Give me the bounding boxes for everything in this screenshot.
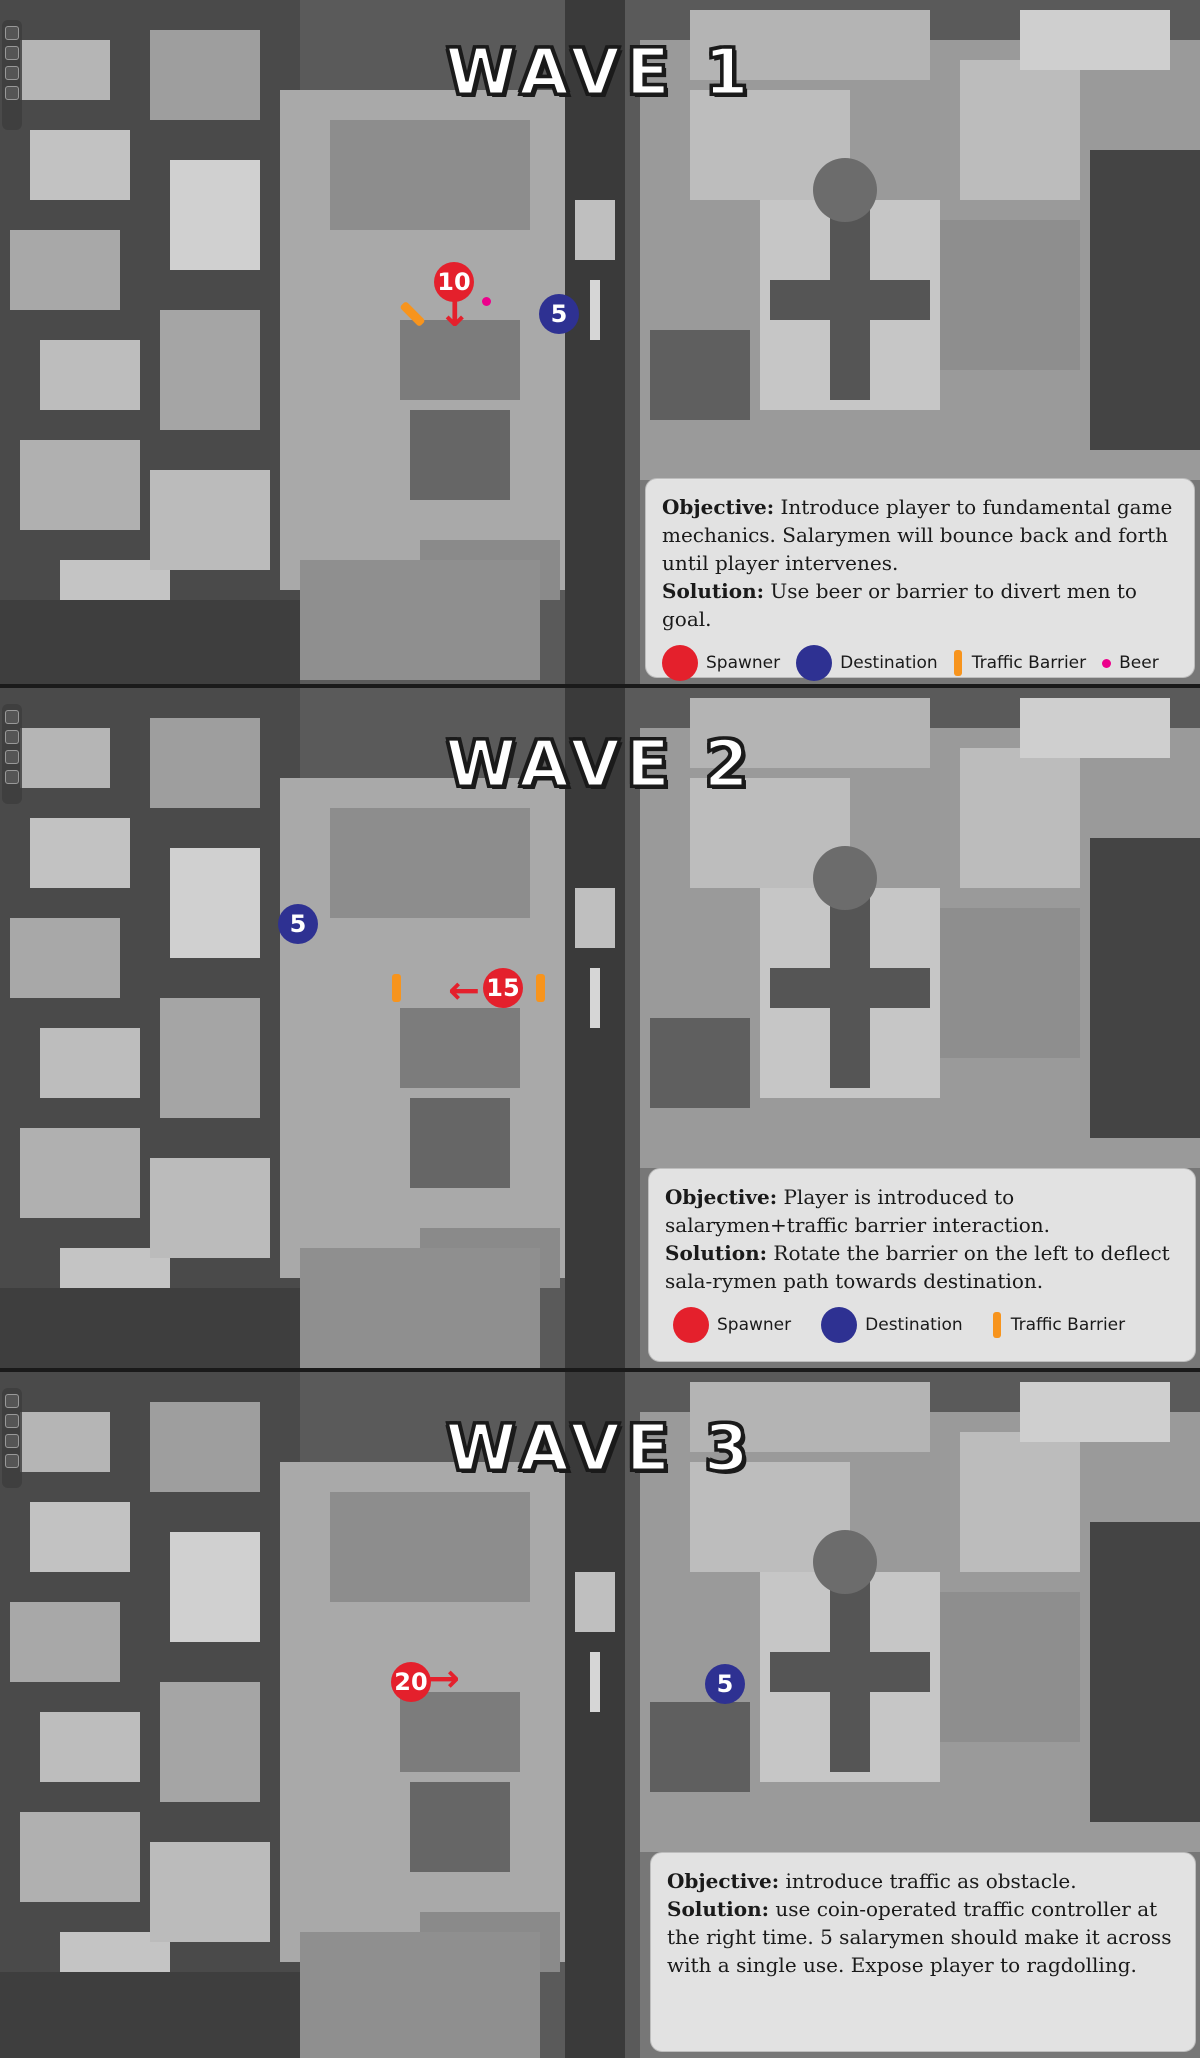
objective-label: Objective: [667,1869,780,1893]
objective-text: Introduce player to fundamental game mec… [662,495,1173,575]
destination-count: 5 [289,910,307,938]
legend-spawner: Spawner [662,645,780,681]
tool-slot-icon[interactable] [5,750,19,764]
wave-2-title: WAVE 2 [444,727,755,804]
tool-slot-icon[interactable] [5,730,19,744]
destination-marker-icon[interactable]: 5 [539,294,579,334]
wave-3-title: WAVE 3 [444,1411,755,1488]
traffic-barrier-icon[interactable] [536,974,545,1002]
red-circle-icon [673,1307,709,1343]
solution-text: Use beer or barrier to divert men to goa… [662,579,1137,631]
orange-bar-icon [953,650,962,676]
objective-label: Objective: [662,495,775,519]
solution-label: Solution: [662,579,765,603]
objective-line: Objective: Introduce player to fundament… [662,493,1178,577]
solution-text: Rotate the barrier on the left to deflec… [665,1241,1170,1293]
tool-slot-icon[interactable] [5,46,19,60]
tool-palette-3[interactable] [2,1388,22,1488]
arrow-right-icon: → [428,1656,460,1700]
wave-3-info-box: Objective: introduce traffic as obstacle… [650,1852,1196,2052]
city-map-1 [0,0,1200,684]
destination-marker-icon[interactable]: 5 [278,904,318,944]
objective-label: Objective: [665,1185,778,1209]
wave-3-panel: WAVE 3 20 → 5 Objective: introduce traff… [0,1372,1200,2058]
legend: Spawner Destination Traffic Barrier Beer [662,645,1178,681]
solution-text: use coin-operated traffic controller at … [667,1897,1172,1977]
tool-slot-icon[interactable] [5,86,19,100]
orange-bar-icon [992,1312,1001,1338]
beer-icon[interactable] [482,297,491,306]
legend-barrier: Traffic Barrier [992,1311,1125,1339]
legend-barrier: Traffic Barrier [953,649,1086,677]
spawner-marker-icon[interactable]: 20 [391,1662,431,1702]
tool-slot-icon[interactable] [5,66,19,80]
objective-text: introduce traffic as obstacle. [779,1869,1077,1893]
traffic-barrier-icon[interactable] [392,974,401,1002]
legend-destination: Destination [796,645,938,681]
legend-destination: Destination [821,1307,963,1343]
destination-marker-icon[interactable]: 5 [705,1664,745,1704]
objective-line: Objective: introduce traffic as obstacle… [667,1867,1179,1895]
legend: Spawner Destination Traffic Barrier [673,1307,1179,1343]
tool-palette-1[interactable] [2,20,22,130]
spawner-count: 15 [486,974,520,1002]
objective-line: Objective: Player is introduced to salar… [665,1183,1179,1239]
spawner-count: 10 [437,268,471,296]
tool-slot-icon[interactable] [5,1414,19,1428]
spawner-marker-icon[interactable]: 15 [483,968,523,1008]
tool-slot-icon[interactable] [5,770,19,784]
arrow-down-icon: ↓ [438,290,472,336]
pink-dot-icon [1102,658,1112,668]
tool-palette-2[interactable] [2,704,22,804]
blue-circle-icon [796,645,833,681]
solution-line: Solution: Use beer or barrier to divert … [662,577,1178,633]
tool-slot-icon[interactable] [5,1434,19,1448]
solution-label: Solution: [667,1897,770,1921]
solution-label: Solution: [665,1241,768,1265]
wave-2-panel: WAVE 2 5 ← 15 Objective: Player is intro… [0,688,1200,1368]
tool-slot-icon[interactable] [5,710,19,724]
blue-circle-icon [821,1307,858,1343]
legend-beer: Beer [1102,649,1159,677]
wave-1-info-box: Objective: Introduce player to fundament… [645,478,1195,681]
tool-slot-icon[interactable] [5,1454,19,1468]
wave-1-panel: WAVE 1 10 ↓ 5 Objective: Introduce playe… [0,0,1200,684]
solution-line: Solution: use coin-operated traffic cont… [667,1895,1179,1979]
tool-slot-icon[interactable] [5,1394,19,1408]
objective-text: Player is introduced to salarymen+traffi… [665,1185,1051,1237]
spawner-marker-icon[interactable]: 10 [434,262,474,302]
destination-count: 5 [550,300,568,328]
legend-spawner: Spawner [673,1307,791,1343]
destination-count: 5 [716,1670,734,1698]
tool-slot-icon[interactable] [5,26,19,40]
arrow-left-icon: ← [448,968,480,1012]
wave-2-info-box: Objective: Player is introduced to salar… [648,1168,1196,1362]
red-circle-icon [662,645,698,681]
solution-line: Solution: Rotate the barrier on the left… [665,1239,1179,1295]
wave-1-title: WAVE 1 [444,35,755,112]
spawner-count: 20 [394,1668,428,1696]
